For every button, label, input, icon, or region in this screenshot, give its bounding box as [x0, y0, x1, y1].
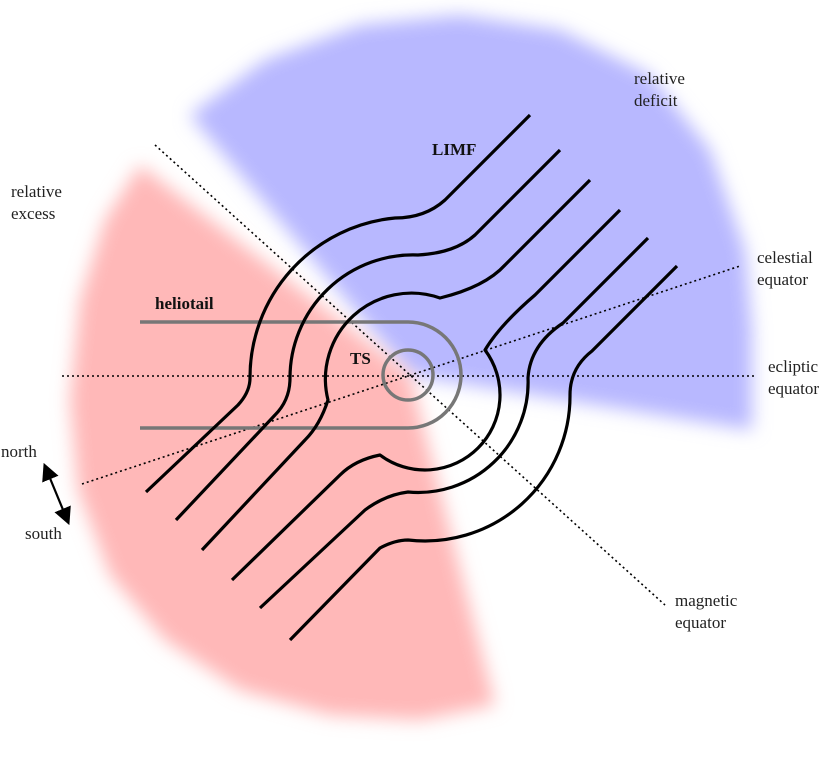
field-line-3	[200, 178, 592, 552]
field-line-1	[144, 113, 532, 494]
termination-shock	[381, 348, 435, 402]
ts-label: TS	[350, 349, 371, 368]
celestial-equator-label: celestial equator	[757, 247, 813, 291]
heliotail-outline	[140, 320, 463, 430]
magnetic-equator-label: magnetic equator	[675, 590, 737, 634]
ecliptic-equator-line-1: ecliptic	[768, 357, 819, 376]
ecliptic-equator-label: ecliptic equator	[768, 356, 819, 400]
ecliptic-equator-line-2: equator	[768, 379, 819, 398]
field-line-5	[258, 236, 650, 610]
relative-deficit-line-1: relative	[634, 69, 685, 88]
relative-excess-line-1: relative	[11, 182, 62, 201]
south-label: south	[25, 524, 62, 543]
north-label: north	[1, 442, 37, 461]
deficit-region	[190, 15, 752, 430]
magnetic-equator-line-1: magnetic	[675, 591, 738, 610]
excess-region	[70, 165, 495, 720]
field-line-2	[174, 148, 562, 522]
limf-label: LIMF	[432, 140, 477, 159]
relative-deficit-label: relative deficit	[634, 68, 685, 112]
relative-deficit-line-2: deficit	[634, 91, 678, 110]
celestial-equator-line-1: celestial	[757, 248, 813, 267]
celestial-equator-line-2: equator	[757, 270, 808, 289]
north-south-arrow	[42, 462, 71, 526]
field-line-4	[230, 208, 622, 582]
field-line-6	[288, 264, 679, 642]
relative-excess-label: relative excess	[11, 181, 62, 225]
magnetic-equator-line-2: equator	[675, 613, 726, 632]
relative-excess-line-2: excess	[11, 204, 56, 223]
heliotail-label: heliotail	[155, 294, 214, 313]
field-lines	[144, 113, 679, 642]
